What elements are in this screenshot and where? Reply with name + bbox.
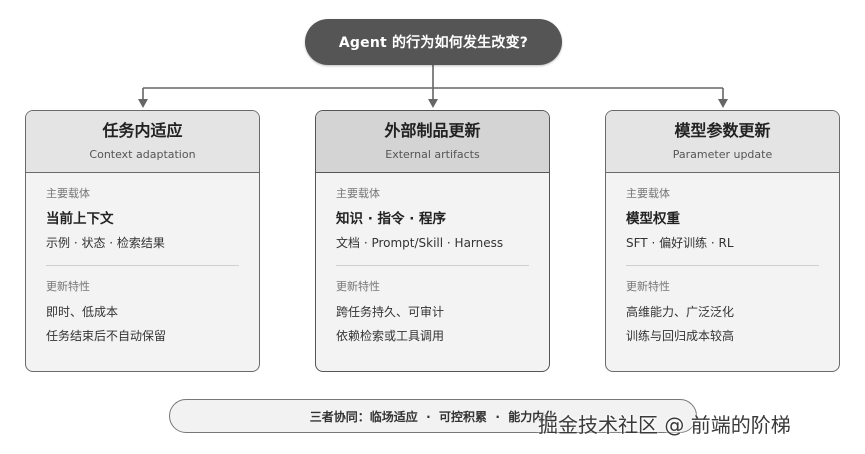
root-question-label: Agent 的行为如何发生改变? <box>338 35 529 51</box>
carrier-label: 主要载体 <box>626 187 670 200</box>
card-divider <box>626 265 819 266</box>
card-title: 外部制品更新 <box>384 121 481 140</box>
card-body: 主要载体 当前上下文 示例 · 状态 · 检索结果 更新特性 即时、低成本 任务… <box>26 173 259 344</box>
card-body: 主要载体 知识 · 指令 · 程序 文档 · Prompt/Skill · Ha… <box>316 173 549 344</box>
card-divider <box>336 265 529 266</box>
synergy-text: 三者协同：临场适应 · 可控积累 · 能力内化 <box>309 409 557 424</box>
synergy-footer: 三者协同：临场适应 · 可控积累 · 能力内化 <box>169 399 697 433</box>
watermark: 掘金技术社区 @ 前端的阶梯 <box>538 413 791 437</box>
carrier-value: 知识 · 指令 · 程序 <box>336 211 447 227</box>
trait-item: 任务结束后不自动保留 <box>46 329 167 343</box>
traits-label: 更新特性 <box>336 280 380 293</box>
card-subtitle: External artifacts <box>385 148 480 161</box>
card-header: 任务内适应 Context adaptation <box>26 111 259 173</box>
card-header: 外部制品更新 External artifacts <box>316 111 549 173</box>
trait-item: 跨任务持久、可审计 <box>336 305 445 319</box>
root-question-node: Agent 的行为如何发生改变? <box>305 19 562 65</box>
card-subtitle: Context adaptation <box>89 148 196 161</box>
arrow-right-icon <box>718 99 728 108</box>
arrow-mid-icon <box>428 99 438 108</box>
carrier-detail: SFT · 偏好训练 · RL <box>626 236 734 250</box>
card-body: 主要载体 模型权重 SFT · 偏好训练 · RL 更新特性 高维能力、广泛泛化… <box>606 173 839 344</box>
trait-item: 即时、低成本 <box>46 305 119 319</box>
carrier-label: 主要载体 <box>336 187 380 200</box>
carrier-value: 当前上下文 <box>46 211 114 227</box>
carrier-detail: 文档 · Prompt/Skill · Harness <box>336 236 504 250</box>
trait-item: 依赖检索或工具调用 <box>336 329 445 343</box>
arrow-left-icon <box>138 99 148 108</box>
card-parameter-update: 模型参数更新 Parameter update 主要载体 模型权重 SFT · … <box>605 110 840 372</box>
traits-label: 更新特性 <box>626 280 670 293</box>
card-title: 任务内适应 <box>102 121 183 140</box>
trait-item: 训练与回归成本较高 <box>626 329 735 343</box>
card-context-adaptation: 任务内适应 Context adaptation 主要载体 当前上下文 示例 ·… <box>25 110 260 372</box>
carrier-value: 模型权重 <box>626 211 680 227</box>
carrier-detail: 示例 · 状态 · 检索结果 <box>46 236 165 250</box>
card-subtitle: Parameter update <box>672 148 773 161</box>
card-title: 模型参数更新 <box>674 121 771 140</box>
card-header: 模型参数更新 Parameter update <box>606 111 839 173</box>
card-divider <box>46 265 239 266</box>
carrier-label: 主要载体 <box>46 187 90 200</box>
card-external-artifacts: 外部制品更新 External artifacts 主要载体 知识 · 指令 ·… <box>315 110 550 372</box>
trait-item: 高维能力、广泛泛化 <box>626 305 735 319</box>
traits-label: 更新特性 <box>46 280 90 293</box>
